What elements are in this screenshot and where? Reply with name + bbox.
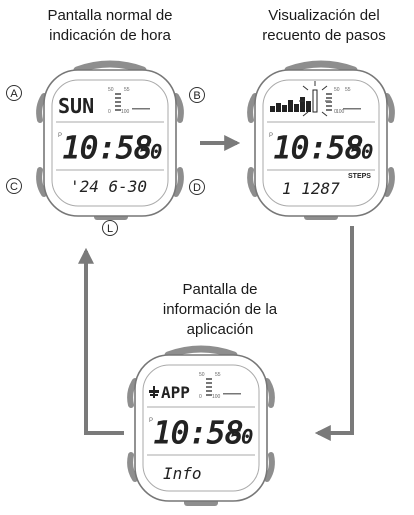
arrow-app-to-normal — [78, 247, 124, 435]
caption-app-line2: información de la — [162, 301, 278, 318]
watch-steps-p-label: P — [269, 133, 273, 139]
watch-steps-seconds: 50 — [350, 141, 373, 163]
button-l-letter: L — [107, 223, 113, 235]
button-a-label: A — [6, 85, 22, 101]
watch-app-side-bl[interactable] — [127, 452, 138, 482]
watch-steps-time: 10:58 — [273, 131, 363, 166]
button-l-label: L — [102, 220, 118, 236]
watch-app-level-bars — [206, 378, 241, 396]
watch-normal-level-bars — [115, 93, 150, 111]
watch-app-scale-low: 0 — [199, 394, 202, 400]
caption-normal-line2: indicación de hora — [49, 27, 171, 44]
caption-app-line3: aplicación — [186, 321, 254, 338]
watch-steps-level-bars — [326, 93, 361, 111]
button-d-letter: D — [193, 182, 201, 194]
watch-app-scale-top: 50 — [199, 372, 205, 378]
watch-app-side-br[interactable] — [264, 452, 275, 482]
watch-normal-scale-100: 100 — [121, 109, 130, 115]
caption-steps-line1: Visualización del — [268, 7, 380, 24]
button-c-letter: C — [10, 181, 18, 193]
watch-steps-label: STEPS — [348, 173, 371, 180]
watch-steps-scale-low: 0 — [334, 109, 337, 115]
watch-normal-side-c[interactable] — [36, 167, 47, 197]
watch-app-scale-mid: 55 — [215, 372, 221, 378]
watch-app-side-tl[interactable] — [127, 378, 138, 408]
watch-steps-count: 1 1287 — [282, 179, 340, 198]
watch-steps-side-bl[interactable] — [247, 167, 258, 197]
watch-normal-seconds: 50 — [139, 141, 162, 163]
watch-steps-scale-100: 100 — [336, 109, 345, 115]
watch-app-seconds: 50 — [230, 426, 253, 448]
caption-steps-display: Visualización del recuento de pasos — [234, 6, 414, 46]
watch-steps-bar-graph — [270, 89, 318, 113]
watch-normal-side-b[interactable] — [173, 93, 184, 123]
button-c-label: C — [6, 178, 22, 194]
watch-app-p-label: P — [149, 418, 153, 424]
button-a-letter: A — [10, 88, 18, 100]
watch-normal-date: '24 6-30 — [70, 177, 147, 196]
watch-app-icon — [149, 386, 159, 398]
watch-normal-lcd — [51, 79, 169, 207]
caption-app-display: Pantalla de información de la aplicación — [135, 280, 305, 340]
watch-normal-scale-low: 0 — [108, 109, 111, 115]
button-d-label: D — [189, 179, 205, 195]
watch-steps-side-br[interactable] — [384, 167, 395, 197]
watch-normal: SUN 50 55 0 100 P 10:58 50 '24 6-30 — [36, 60, 184, 220]
caption-normal-line1: Pantalla normal de — [47, 7, 173, 24]
watch-normal-time: 10:58 — [62, 131, 152, 166]
watch-normal-scale-mid: 55 — [124, 87, 130, 93]
arrow-steps-to-app — [314, 226, 354, 441]
watch-steps-side-tl[interactable] — [247, 93, 258, 123]
watch-normal-p-label: P — [58, 133, 62, 139]
watch-app: APP 50 55 0 100 P 10:58 50 Info — [127, 345, 275, 506]
watch-app-time: 10:58 — [153, 416, 243, 451]
watch-normal-lug-top — [73, 60, 147, 74]
watch-app-side-tr[interactable] — [264, 378, 275, 408]
caption-steps-line2: recuento de pasos — [262, 27, 386, 44]
watch-normal-scale-top: 50 — [108, 87, 114, 93]
watch-app-lug-top — [164, 345, 238, 359]
watch-normal-day: SUN — [58, 94, 94, 118]
watch-app-scale-100: 100 — [212, 394, 221, 400]
flow-arrows — [78, 135, 354, 441]
watch-steps-side-tr[interactable] — [384, 93, 395, 123]
caption-normal-display: Pantalla normal de indicación de hora — [20, 6, 200, 46]
watch-normal-side-d[interactable] — [173, 167, 184, 197]
watch-app-lcd — [142, 364, 260, 492]
watch-normal-side-a[interactable] — [36, 93, 47, 123]
watch-steps-scale-mid: 55 — [345, 87, 351, 93]
button-b-letter: B — [193, 90, 200, 102]
caption-app-line1: Pantalla de — [182, 281, 258, 298]
button-b-label: B — [189, 87, 205, 103]
watch-steps-lug-top — [284, 60, 358, 74]
watch-steps-scale-top: 50 — [334, 87, 340, 93]
watch-steps: 50 55 0 100 P 10:58 50 STEPS 1 1287 — [247, 60, 395, 220]
watch-app-label: APP — [161, 383, 190, 402]
watch-app-info: Info — [163, 464, 202, 483]
